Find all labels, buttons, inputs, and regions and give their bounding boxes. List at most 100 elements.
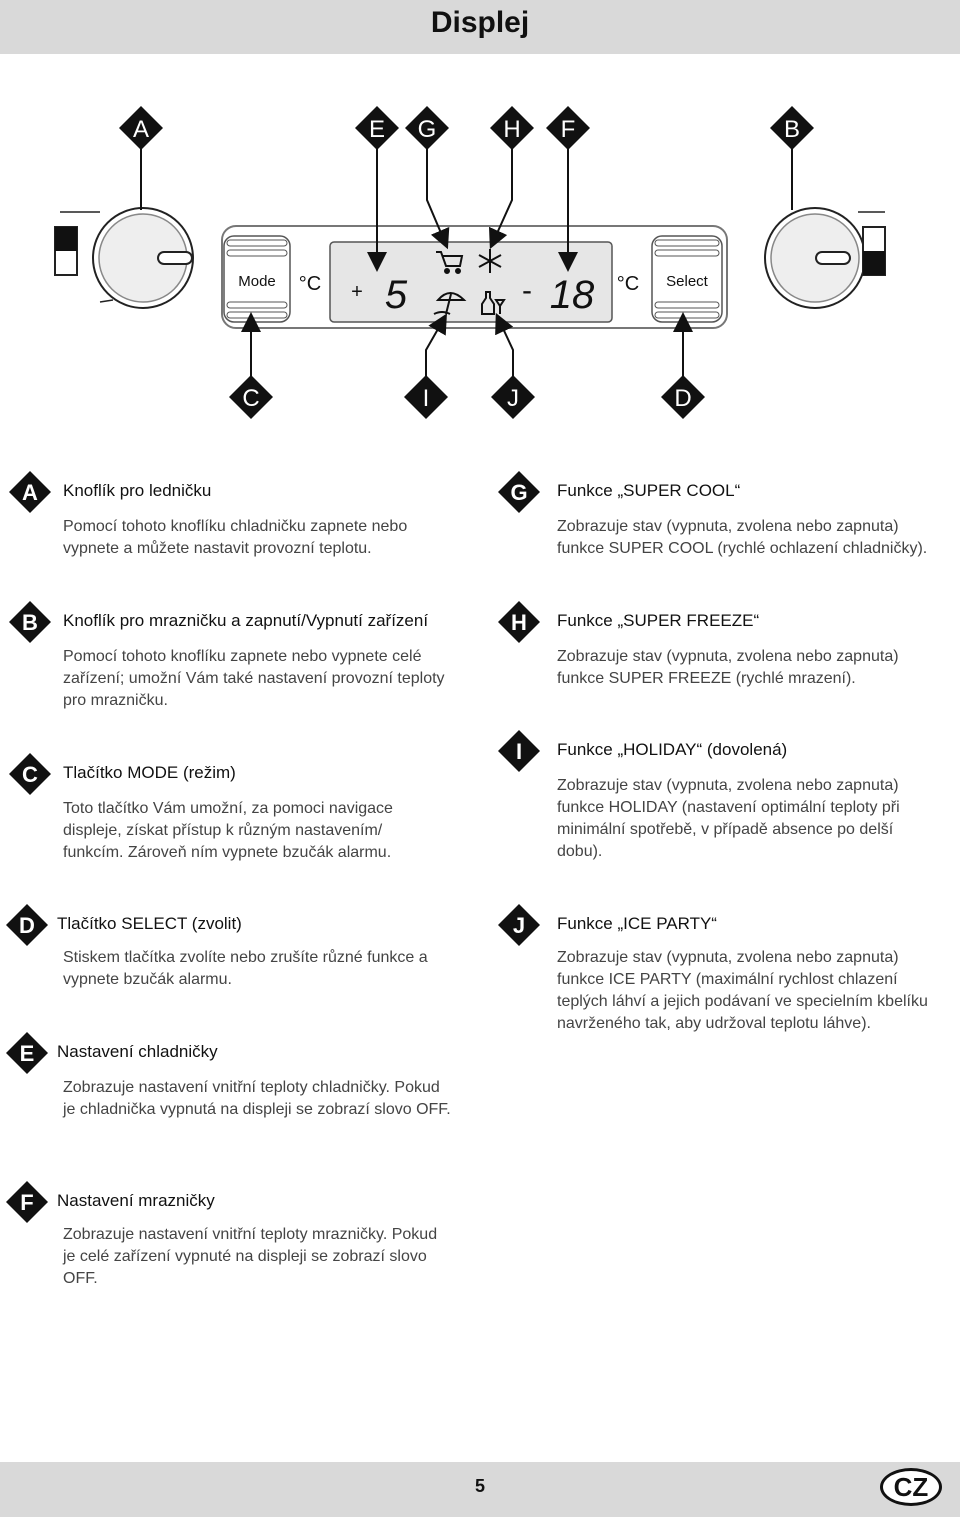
item-marker-letter: J [513,913,525,938]
fridge-unit-label: °C [299,273,321,295]
item-title: Nastavení mrazničky [57,1191,215,1210]
diamond-g [405,106,449,150]
item-marker-h: H [498,601,540,643]
svg-text:A: A [133,116,149,143]
item-marker-f: F [6,1181,48,1223]
item-marker-letter: C [22,762,38,787]
language-badge: CZ [880,1468,942,1506]
item-marker-d: D [6,904,48,946]
item-text-line: pro mrazničku. [63,692,168,709]
header-bar [0,0,960,54]
page-number: 5 [474,1476,485,1496]
top-labels: A E G H F B [119,106,814,272]
snowflake-icon [478,249,502,273]
item-text-line: Zobrazuje stav (vypnuta, zvolena nebo za… [557,518,899,535]
item-title: Tlačítko SELECT (zvolit) [57,914,242,933]
diamond-d [661,375,705,419]
item-text-line: vypnete a můžete nastavit provozní teplo… [63,540,372,557]
item-title: Nastavení chladničky [57,1042,218,1061]
page-title: Displej [430,6,530,39]
shopping-cart-icon [436,251,464,274]
item-text-line: Pomocí tohoto knoflíku zapnete nebo vypn… [63,648,422,665]
item-title: Knoflík pro mrazničku a zapnutí/Vypnutí … [63,611,429,630]
freezer-temp-readout: 18 [550,273,595,317]
svg-text:E: E [369,116,385,143]
item-marker-e: E [6,1032,48,1074]
item-marker-letter: G [510,480,527,505]
control-panel-diagram: Mode Select °C °C + 5 - 18 [54,106,886,419]
item-text-line: funkce SUPER FREEZE (rychlé mrazení). [557,670,856,687]
svg-text:G: G [418,116,437,143]
item-text-line: dobu). [557,843,603,860]
select-button: Select [651,235,723,323]
mode-button: Mode [223,235,291,323]
bottle-glass-icon [481,291,506,315]
item-marker-letter: I [516,739,522,764]
item-text-line: Zobrazuje nastavení vnitřní teploty chla… [63,1079,440,1096]
item-text-line: je chladnička vypnutá na displeji se zob… [63,1101,451,1118]
item-marker-i: I [498,730,540,772]
footer-bar [0,1462,960,1517]
item-marker-letter: F [20,1190,33,1215]
lcd-screen [329,241,613,323]
item-title: Funkce „SUPER COOL“ [557,481,741,500]
item-text-line: minimální spotřebě, v případě absence po… [557,821,894,838]
item-marker-letter: E [20,1041,35,1066]
item-text-line: zařízení; umožní Vám také nastavení prov… [63,670,445,687]
fridge-sign: + [351,281,363,303]
diamond-f [546,106,590,150]
item-text-line: funkce ICE PARTY (maximální rychlost chl… [557,971,898,988]
item-title: Funkce „SUPER FREEZE“ [557,611,760,630]
svg-text:J: J [507,385,519,412]
svg-text:C: C [242,385,259,412]
item-marker-letter: B [22,610,38,635]
item-marker-c: C [9,753,51,795]
select-button-label: Select [666,273,709,290]
item-title: Funkce „ICE PARTY“ [557,914,717,933]
diamond-a [119,106,163,150]
freezer-knob [764,207,885,309]
mode-button-label: Mode [238,273,276,290]
fridge-switch-icon [54,226,78,276]
item-text-line: teplých láhví a jejich podávaní ve speci… [557,993,928,1010]
item-title: Knoflík pro ledničku [63,481,212,500]
item-text-line: Zobrazuje stav (vypnuta, zvolena nebo za… [557,777,899,794]
item-text-line: je celé zařízení vypnuté na displeji se … [63,1248,427,1265]
diamond-c [229,375,273,419]
svg-text:D: D [674,385,691,412]
item-text-line: funkce HOLIDAY (nastavení optimální tepl… [557,799,900,816]
fridge-temp-readout: 5 [385,273,408,317]
item-marker-j: J [498,904,540,946]
item-marker-b: B [9,601,51,643]
diamond-h [490,106,534,150]
svg-text:H: H [503,116,520,143]
item-text-line: OFF. [63,1270,98,1287]
item-title: Tlačítko MODE (režim) [63,763,236,782]
diamond-j [491,375,535,419]
item-text-line: vypnete bzučák alarmu. [63,971,232,988]
item-text-line: Pomocí tohoto knoflíku chladničku zapnet… [63,518,408,535]
item-text-line: navrženého tak, aby udržoval teplotu láh… [557,1015,871,1032]
item-text-line: funkce SUPER COOL (rychlé ochlazení chla… [557,540,928,557]
svg-text:B: B [784,116,800,143]
item-text-line: Zobrazuje nastavení vnitřní teploty mraz… [63,1226,438,1243]
freezer-unit-label: °C [617,273,639,295]
freezer-sign: - [522,274,532,307]
item-text-line: displeje, získat přístup k různým nastav… [63,822,383,839]
item-marker-g: G [498,471,540,513]
item-text-line: Toto tlačítko Vám umožní, za pomoci navi… [63,800,393,817]
item-marker-a: A [9,471,51,513]
item-text-line: funkcím. Zároveň ním vypnete bzučák alar… [63,844,392,861]
diamond-e [355,106,399,150]
item-marker-letter: H [511,610,527,635]
freezer-switch-icon [862,226,886,276]
svg-text:F: F [561,116,576,143]
item-text-line: Zobrazuje stav (vypnuta, zvolena nebo za… [557,949,899,966]
diamond-i [404,375,448,419]
diamond-b [770,106,814,150]
fridge-knob [60,207,194,309]
item-title: Funkce „HOLIDAY“ (dovolená) [557,740,788,759]
item-marker-letter: D [19,913,35,938]
svg-text:I: I [423,385,430,412]
bottom-labels: C I J D [229,312,705,419]
